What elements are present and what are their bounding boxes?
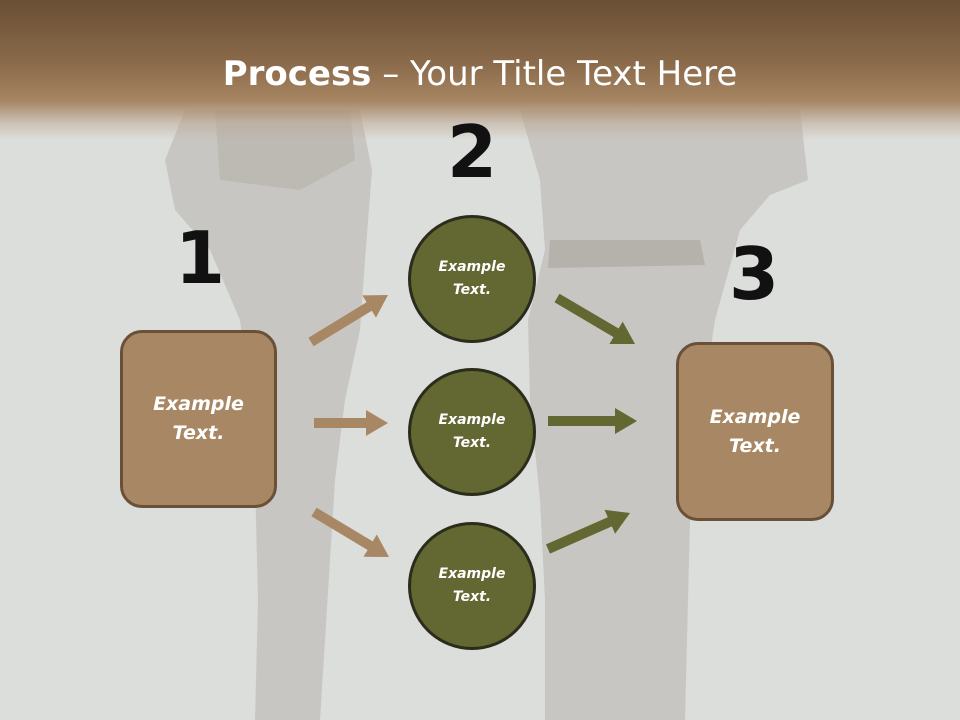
circle-top-line2: Text. — [452, 282, 492, 298]
title-bold: Process — [222, 54, 372, 94]
title-rest: – Your Title Text Here — [371, 54, 738, 94]
right-box-line2: Text. — [729, 434, 781, 457]
right-step-box: Example Text. — [676, 342, 834, 521]
arrow-icon-right-middle — [548, 408, 637, 434]
left-box-line2: Text. — [172, 422, 225, 444]
arrow-icon-left-down — [311, 507, 389, 557]
slide-title: Process – Your Title Text Here — [0, 52, 960, 96]
circle-top-line1: Example — [438, 259, 506, 275]
step-number-2: 2 — [446, 110, 498, 194]
circle-middle-line2: Text. — [452, 435, 492, 451]
center-circle-middle: Example Text. — [408, 368, 536, 496]
right-box-line1: Example — [709, 405, 801, 428]
left-step-box: Example Text. — [120, 330, 277, 508]
arrow-icon-left-up — [308, 295, 388, 347]
circle-bottom-line1: Example — [438, 566, 506, 582]
circle-middle-line1: Example — [438, 412, 506, 428]
center-circle-top: Example Text. — [408, 215, 536, 343]
arrow-icon-right-down — [554, 293, 635, 344]
step-number-1: 1 — [174, 216, 226, 300]
header-band — [0, 0, 960, 140]
arrow-icon-left-middle — [314, 410, 388, 436]
center-circle-bottom: Example Text. — [408, 522, 536, 650]
circle-bottom-line2: Text. — [452, 589, 492, 605]
step-number-3: 3 — [728, 232, 780, 316]
left-box-line1: Example — [153, 393, 244, 415]
arrow-icon-right-up — [546, 509, 630, 554]
